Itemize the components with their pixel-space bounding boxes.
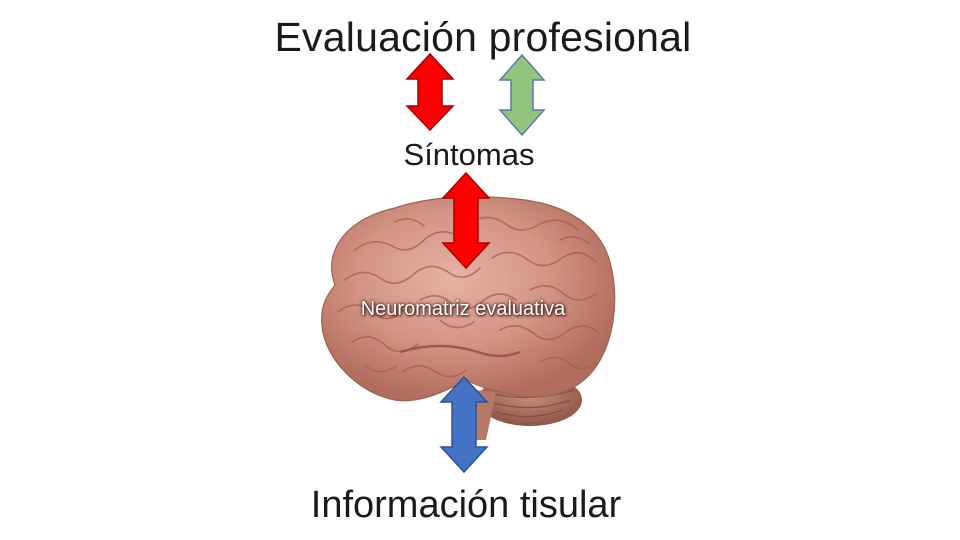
bottom-label-informacion: Información tisular xyxy=(310,484,622,526)
red-double-arrow-middle xyxy=(441,171,491,270)
blue-double-arrow xyxy=(439,375,489,474)
middle-label-sintomas: Síntomas xyxy=(403,137,535,172)
green-double-arrow xyxy=(498,53,546,137)
brain-label-neuromatriz: Neuromatriz evaluativa xyxy=(360,298,566,320)
top-label-evaluacion: Evaluación profesional xyxy=(274,14,692,60)
red-double-arrow-top xyxy=(405,52,455,132)
